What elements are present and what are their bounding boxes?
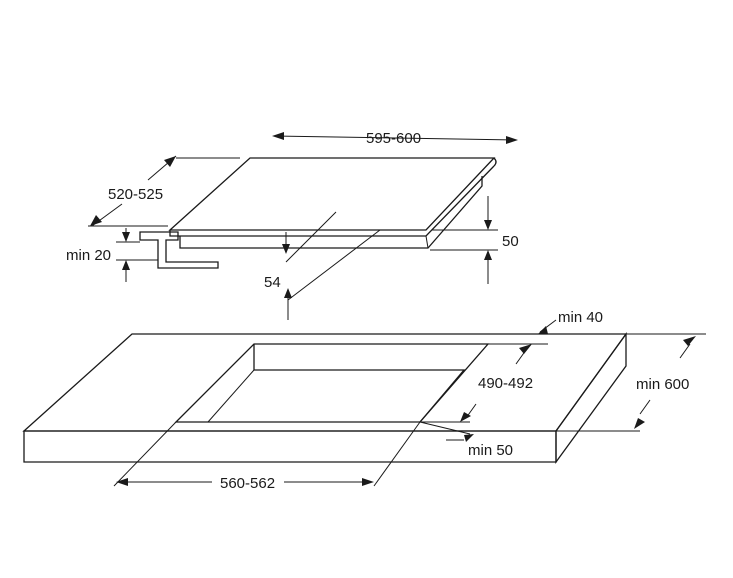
dim-54: 54 bbox=[264, 211, 381, 320]
hob-body bbox=[179, 176, 483, 249]
dim-min-50: min 50 bbox=[419, 421, 513, 459]
dim-cutout-depth: 490-492 bbox=[420, 343, 548, 423]
worktop-cutout bbox=[174, 343, 490, 423]
dim-cutout-width: 560-562 bbox=[113, 421, 421, 492]
label-min-20: min 20 bbox=[66, 247, 111, 264]
label-hob-depth: 520-525 bbox=[108, 186, 163, 203]
label-worktop-depth: min 600 bbox=[636, 376, 689, 393]
worktop-side-face bbox=[555, 331, 627, 464]
label-54: 54 bbox=[264, 274, 281, 291]
label-hob-height: 50 bbox=[502, 233, 519, 250]
label-min-40: min 40 bbox=[558, 309, 603, 326]
dim-worktop-depth: min 600 bbox=[556, 333, 706, 432]
label-hob-width: 595-600 bbox=[366, 130, 421, 147]
worktop-drawing bbox=[22, 331, 628, 464]
label-min-50: min 50 bbox=[468, 442, 513, 459]
dim-hob-height: 50 bbox=[430, 196, 519, 284]
dim-hob-depth: 520-525 bbox=[88, 155, 240, 227]
hob-drawing bbox=[168, 157, 497, 249]
label-cutout-width: 560-562 bbox=[220, 475, 275, 492]
worktop-top-face bbox=[22, 333, 628, 432]
hob-glass-top bbox=[168, 157, 496, 231]
dim-hob-width: 595-600 bbox=[272, 130, 518, 147]
label-cutout-depth: 490-492 bbox=[478, 375, 533, 392]
dim-min-20: min 20 bbox=[66, 228, 158, 282]
hob-glass-edge bbox=[169, 165, 495, 237]
mounting-bracket bbox=[139, 231, 219, 269]
dim-min-40: min 40 bbox=[488, 309, 603, 345]
